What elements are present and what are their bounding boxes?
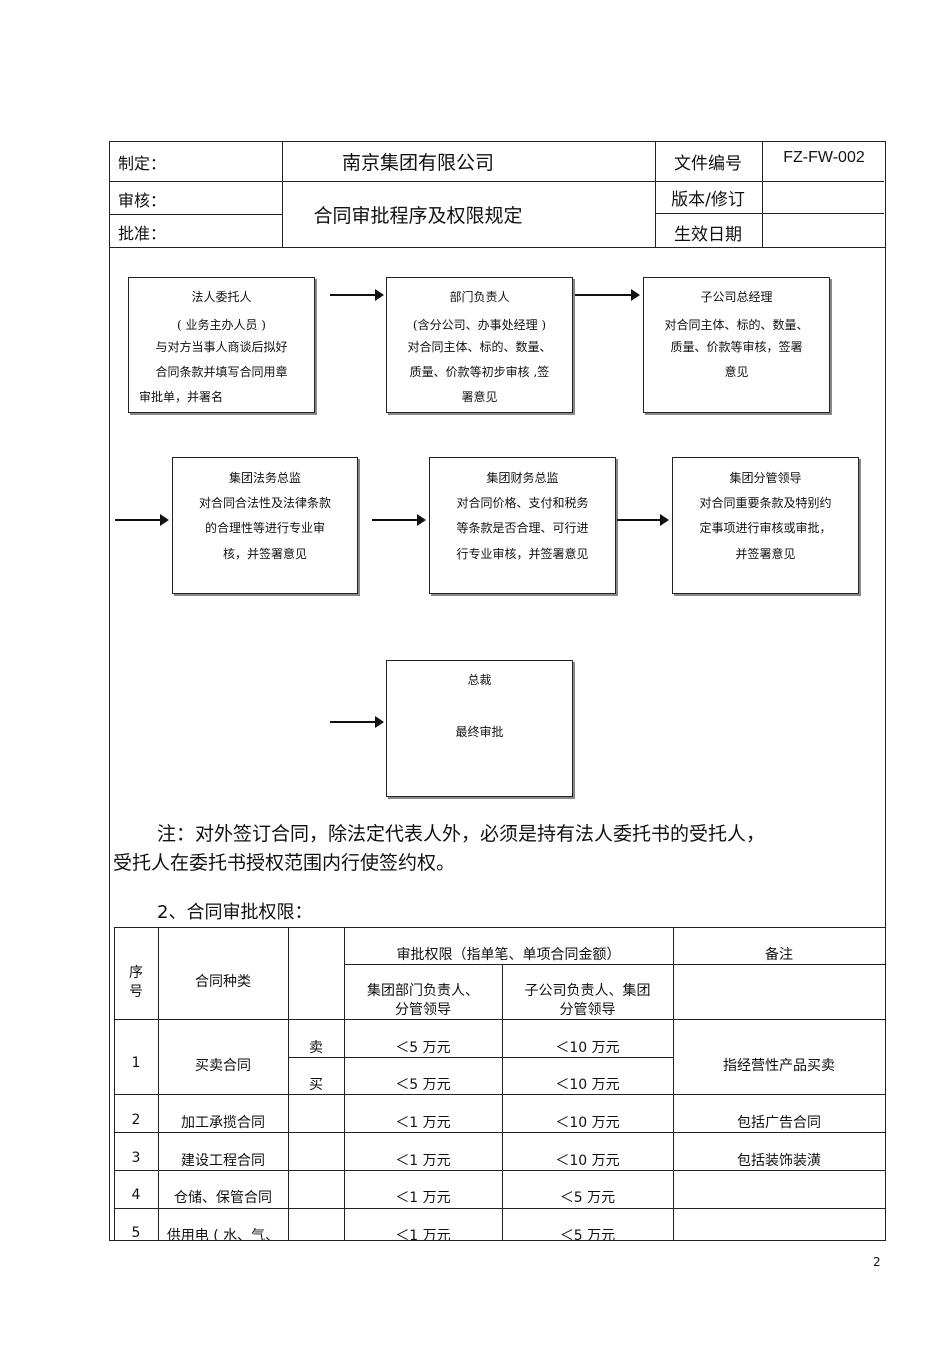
flow-box-line: 对合同重要条款及特别约	[699, 496, 832, 510]
flow-box-line: 质量、价款等初步审核 ,签	[409, 365, 550, 379]
flow-box-line: 核，并签署意见	[222, 547, 307, 561]
row-5-no: 5	[131, 1225, 141, 1240]
row-4-sub: ＜5 万元	[559, 1190, 616, 1206]
flow-box-line: 行专业审核，并签署意见	[456, 547, 589, 561]
flow-box-line: 并签署意见	[735, 547, 796, 561]
effective-date-label: 生效日期	[674, 225, 742, 245]
col-dept-header-b: 分管领导	[395, 1002, 451, 1018]
row-2-no: 2	[131, 1112, 141, 1128]
flow-box-line: 合同条款并填写合同用章	[155, 365, 288, 379]
file-number-value: FZ-FW-002	[783, 149, 865, 166]
row-1-sub-sell: 卖	[309, 1040, 323, 1056]
flow-box-legal-agent: 法人委托人 ( 业务主办人员 ) 与对方当事人商谈后拟好 合同条款并填写合同用章…	[128, 277, 315, 413]
row-2-sub: ＜10 万元	[555, 1115, 620, 1131]
header-table	[109, 141, 886, 248]
row-3-type: 建设工程合同	[181, 1153, 265, 1169]
row-1-sub-sell-limit: ＜10 万元	[555, 1040, 620, 1056]
flow-box-line: 与对方当事人商谈后拟好	[155, 340, 288, 354]
row-5-clip: 5 供用电 ( 水、气、 ＜1 万元 ＜5 万元	[114, 1209, 886, 1240]
row-1-sub-buy-limit: ＜10 万元	[555, 1077, 620, 1093]
flow-box-president: 总裁 最终审批	[386, 660, 573, 797]
row-1-dept-sell: ＜5 万元	[395, 1040, 451, 1056]
row-1-type: 买卖合同	[195, 1058, 251, 1074]
flow-box-line: 的合理性等进行专业审	[204, 521, 325, 535]
row-3-no: 3	[131, 1150, 141, 1166]
flow-box-line: (含分公司、办事处经理 )	[412, 318, 547, 332]
flow-box-line: 对合同合法性及法律条款	[198, 496, 331, 510]
col-sub-header-a: 子公司负责人、集团	[524, 983, 651, 999]
reviewed-label: 审核：	[118, 191, 167, 210]
flow-box-title: 集团法务总监	[228, 471, 301, 485]
col-seq-header-a: 序	[129, 965, 143, 981]
flow-box-finance-director: 集团财务总监 对合同价格、支付和税务 等条款是否合理、可行进 行专业审核，并签署…	[429, 457, 616, 594]
row-4-dept: ＜1 万元	[395, 1190, 451, 1206]
flow-arrow	[330, 289, 384, 301]
row-2-type: 加工承揽合同	[181, 1115, 265, 1131]
section-title: 2、合同审批权限：	[157, 902, 313, 923]
row-5-dept: ＜1 万元	[395, 1228, 451, 1240]
flow-box-line: 最终审批	[455, 725, 504, 739]
flow-arrow	[575, 289, 640, 301]
col-dept-header-a: 集团部门负责人、	[367, 983, 479, 999]
file-number-label: 文件编号	[674, 154, 742, 174]
row-1-dept-buy: ＜5 万元	[395, 1077, 451, 1093]
row-1-remark: 指经营性产品买卖	[723, 1058, 835, 1074]
flow-arrow	[372, 514, 426, 526]
content-frame	[109, 248, 886, 1241]
row-1-no: 1	[131, 1055, 141, 1071]
flow-box-title: 部门负责人	[449, 290, 510, 304]
flow-box-line: 署意见	[461, 390, 498, 404]
approved-label: 批准：	[118, 224, 167, 243]
row-5-type: 供用电 ( 水、气、	[166, 1228, 280, 1240]
document-title: 合同审批程序及权限规定	[313, 205, 523, 227]
flow-box-line: 质量、价款等审核，签署	[670, 340, 803, 354]
flow-box-title: 集团财务总监	[486, 471, 559, 485]
flow-box-line: 对合同主体、标的、数量、	[664, 318, 809, 332]
row-2-dept: ＜1 万元	[395, 1115, 451, 1131]
flow-box-subsidiary-gm: 子公司总经理 对合同主体、标的、数量、 质量、价款等审核，签署 意见	[643, 277, 830, 413]
row-3-dept: ＜1 万元	[395, 1153, 451, 1169]
version-label: 版本/修订	[671, 190, 745, 210]
flow-box-line: 意见	[724, 365, 749, 379]
row-4-type: 仓储、保管合同	[174, 1190, 272, 1206]
note-line-2: 受托人在委托书授权范围内行使签约权。	[113, 852, 456, 874]
flow-box-line: 对合同主体、标的、数量、	[407, 340, 552, 354]
flow-box-line: 等条款是否合理、可行进	[456, 521, 589, 535]
col-authority-header: 审批权限（指单笔、单项合同金额）	[396, 947, 621, 963]
flow-box-title: 法人委托人	[191, 290, 252, 304]
prepared-label: 制定：	[118, 154, 167, 173]
page-number: 2	[873, 1255, 881, 1269]
col-type-header: 合同种类	[195, 974, 251, 990]
flow-box-title: 子公司总经理	[700, 290, 773, 304]
row-2-remark: 包括广告合同	[737, 1115, 821, 1131]
flow-box-line: 定事项进行审核或审批，	[699, 521, 832, 535]
flow-box-line: 对合同价格、支付和税务	[456, 496, 589, 510]
note-line-1: 注：对外签订合同，除法定代表人外，必须是持有法人委托书的受托人，	[157, 823, 766, 845]
flow-box-line: ( 业务主办人员 )	[177, 318, 266, 332]
flow-box-line: 审批单，并署名	[139, 390, 224, 404]
flow-arrow	[617, 514, 669, 526]
col-remark-header: 备注	[765, 947, 793, 963]
flow-arrow	[115, 514, 169, 526]
flow-box-group-leader: 集团分管领导 对合同重要条款及特别约 定事项进行审核或审批， 并签署意见	[672, 457, 859, 594]
flow-box-title: 总裁	[467, 673, 492, 687]
row-1-sub-buy: 买	[309, 1077, 323, 1093]
flow-box-legal-director: 集团法务总监 对合同合法性及法律条款 的合理性等进行专业审 核，并签署意见	[172, 457, 358, 594]
row-3-remark: 包括装饰装潢	[737, 1153, 821, 1169]
row-4-no: 4	[131, 1187, 141, 1203]
flow-arrow	[330, 716, 384, 728]
row-3-sub: ＜10 万元	[555, 1153, 620, 1169]
flow-box-title: 集团分管领导	[729, 471, 802, 485]
flow-box-dept-head: 部门负责人 (含分公司、办事处经理 ) 对合同主体、标的、数量、 质量、价款等初…	[386, 277, 573, 413]
row-5-sub: ＜5 万元	[559, 1228, 616, 1240]
col-seq-header-b: 号	[129, 984, 143, 1000]
company-name: 南京集团有限公司	[341, 152, 494, 174]
col-sub-header-b: 分管领导	[559, 1002, 616, 1018]
